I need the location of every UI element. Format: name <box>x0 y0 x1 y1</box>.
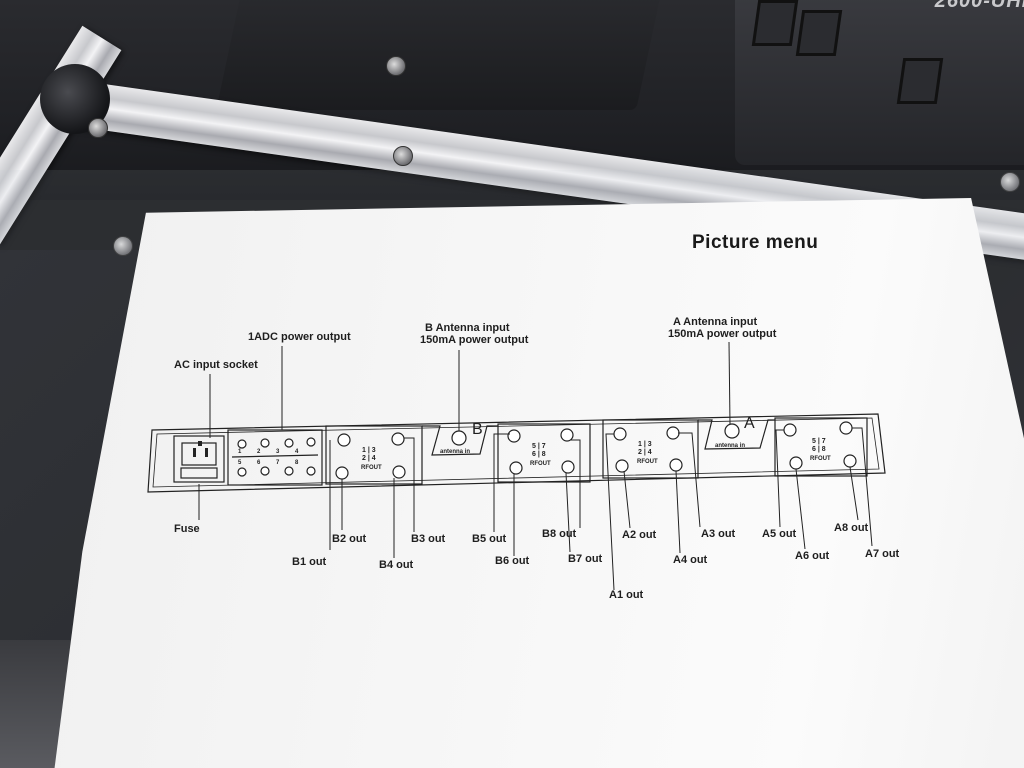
a-antenna-input-label: A Antenna input <box>673 316 758 328</box>
a5-out-label: A5 out <box>762 528 797 540</box>
a1-out-label: A1 out <box>609 589 644 601</box>
a-low-group-box <box>602 419 699 479</box>
b-antenna-recess <box>422 425 498 456</box>
dc-numbers-bottom: 5 6 7 8 <box>238 460 299 466</box>
device-brand-text: 2600-UHF <box>934 0 1024 12</box>
a7-out-label: A7 out <box>865 548 900 560</box>
panel-inner-outline <box>152 417 880 488</box>
b3-out-label: B3 out <box>411 533 446 545</box>
b6-out-label: B6 out <box>495 555 530 567</box>
manual-page <box>52 198 1024 768</box>
a3-out-label: A3 out <box>701 528 736 540</box>
ac-pins <box>193 441 208 457</box>
a-section-label: A <box>744 415 755 432</box>
ac-socket <box>181 442 217 466</box>
a-power-output-label: 150mA power output <box>668 328 777 340</box>
b5-out-label: B5 out <box>472 533 507 545</box>
b7-out-label: B7 out <box>568 553 603 565</box>
b8-out-label: B8 out <box>542 528 577 540</box>
a-high-rfout-label: RFOUT <box>810 456 831 462</box>
b-low-rfout-label: RFOUT <box>361 465 382 471</box>
a-high-group-box <box>774 417 868 477</box>
manual-title: Picture menu <box>692 232 819 253</box>
b2-out-label: B2 out <box>332 533 367 545</box>
rivet-icon <box>393 146 413 166</box>
fuse-holder <box>180 467 218 479</box>
connector-jacks <box>237 421 857 480</box>
a2-out-label: A2 out <box>622 529 657 541</box>
a6-out-label: A6 out <box>795 550 830 562</box>
b-antenna-in-label: antenna in <box>440 449 471 455</box>
callout-lines <box>198 341 873 591</box>
a8-out-label: A8 out <box>834 522 869 534</box>
dc-output-block <box>227 429 323 486</box>
b1-out-label: B1 out <box>292 556 327 568</box>
b-low-group-box <box>325 425 423 485</box>
a4-out-label: A4 out <box>673 554 708 566</box>
rivet-icon <box>113 236 133 256</box>
dc-power-output-label: 1ADC power output <box>248 331 351 343</box>
rivet-icon <box>88 118 108 138</box>
b-antenna-input-label: B Antenna input <box>425 322 510 334</box>
receiver-unit-right: 2600-UHF <box>735 0 1024 165</box>
b-power-output-label: 150mA power output <box>420 334 529 346</box>
b-high-rfout-label: RFOUT <box>530 461 551 467</box>
panel-outline <box>147 413 886 493</box>
dc-numbers-top: 1 2 3 4 <box>238 449 299 455</box>
ac-input-socket-label: AC input socket <box>174 359 258 371</box>
a-antenna-recess <box>698 419 775 450</box>
knob-icon <box>1000 172 1020 192</box>
b4-out-label: B4 out <box>379 559 414 571</box>
a-low-rfout-label: RFOUT <box>637 459 658 465</box>
a-antenna-in-label: antenna in <box>715 443 746 449</box>
dc-divider <box>231 454 319 458</box>
b-section-label: B <box>472 421 483 438</box>
knob-icon <box>386 56 406 76</box>
ac-socket-box <box>173 435 225 483</box>
b-high-group-box <box>497 423 591 483</box>
fuse-label: Fuse <box>174 523 200 535</box>
